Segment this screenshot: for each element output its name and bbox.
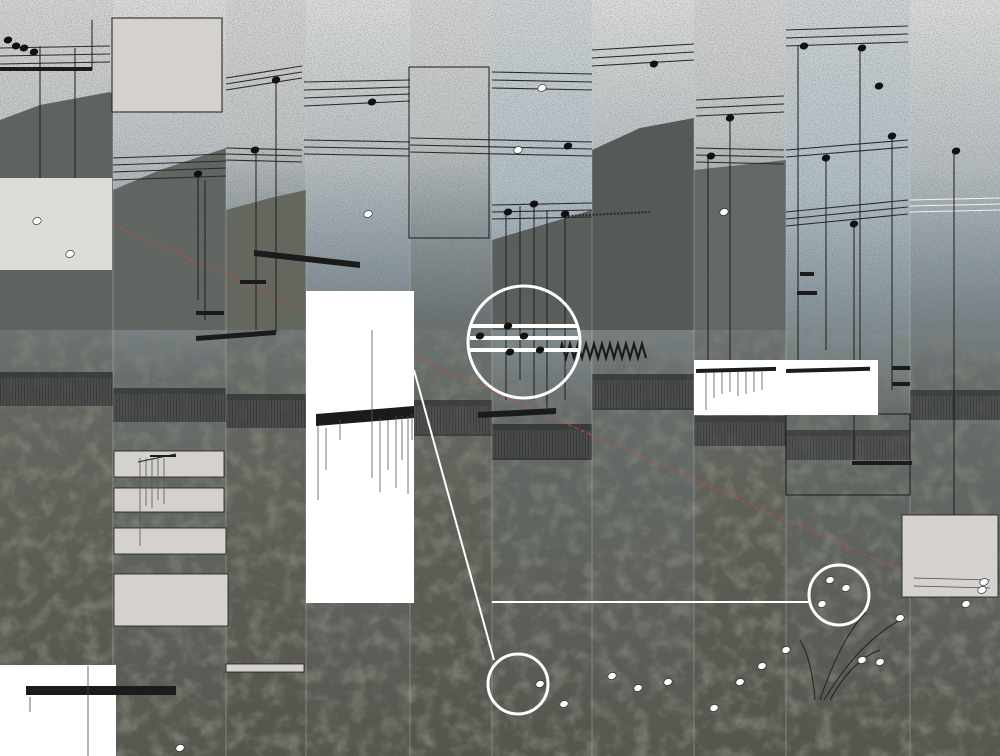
white-note [535, 680, 545, 688]
black-note [11, 42, 21, 50]
black-note [563, 142, 573, 150]
grey-panel [113, 450, 225, 478]
black-note [725, 114, 735, 122]
white-note [709, 704, 719, 712]
white-note [979, 578, 989, 586]
black-note [367, 98, 377, 106]
white-connectors [413, 284, 871, 716]
black-note [271, 76, 281, 84]
black-note [519, 332, 529, 340]
white-note [977, 586, 987, 594]
black-note [951, 147, 961, 155]
white-note [65, 250, 75, 258]
fence-band [694, 416, 786, 446]
staff [909, 197, 1000, 213]
white-note [817, 600, 827, 608]
coil-spring [558, 339, 648, 363]
black-note [799, 42, 809, 50]
white-note [961, 600, 971, 608]
black-note [535, 346, 545, 354]
black-note [649, 60, 659, 68]
connector-line [413, 369, 495, 661]
white-note [825, 576, 835, 584]
note-heads [3, 36, 989, 752]
fence-band [113, 388, 226, 422]
black-note [29, 48, 39, 56]
black-note [849, 220, 859, 228]
black-note [475, 332, 485, 340]
white-note [857, 656, 867, 664]
black-note [857, 44, 867, 52]
fence-band [0, 372, 113, 406]
white-note [757, 662, 767, 670]
hanging-lines [139, 330, 763, 546]
white-note [781, 646, 791, 654]
white-panel [0, 665, 116, 756]
black-note [560, 210, 570, 218]
white-note [607, 672, 617, 680]
white-note [537, 84, 547, 92]
fence-band [592, 374, 694, 410]
branch-lines [799, 611, 905, 701]
white-note [32, 217, 42, 225]
magnifier-circle [466, 284, 582, 400]
grey-panel [113, 487, 225, 513]
black-note [250, 146, 260, 154]
white-note [895, 614, 905, 622]
black-note [505, 348, 515, 356]
black-note [193, 170, 203, 178]
black-note [503, 208, 513, 216]
black-note [706, 152, 716, 160]
white-note [559, 700, 569, 708]
magnifier-circle [807, 563, 871, 627]
white-note [735, 678, 745, 686]
grey-panel [113, 573, 229, 627]
white-note [841, 584, 851, 592]
heavy-bars [0, 67, 912, 465]
grey-panel [113, 527, 227, 555]
black-note [503, 322, 513, 330]
light-panel [0, 178, 112, 270]
magnifier-circle [486, 652, 550, 716]
fence-band [910, 390, 1000, 420]
white-note [175, 744, 185, 752]
black-note [821, 154, 831, 162]
white-panel [306, 291, 414, 603]
black-note [887, 132, 897, 140]
dotted-staff [567, 211, 651, 217]
white-note [633, 684, 643, 692]
grey-strip [225, 663, 305, 673]
black-note [874, 82, 884, 90]
black-note [529, 200, 539, 208]
white-note [719, 208, 729, 216]
fence-band [226, 394, 306, 428]
white-note [363, 210, 373, 218]
grey-panel [111, 17, 223, 113]
white-note [513, 146, 523, 154]
black-note [19, 44, 29, 52]
black-note [3, 36, 13, 44]
white-note [875, 658, 885, 666]
white-note [663, 678, 673, 686]
fence-posts [1, 378, 1000, 464]
panel-marks [26, 366, 991, 756]
